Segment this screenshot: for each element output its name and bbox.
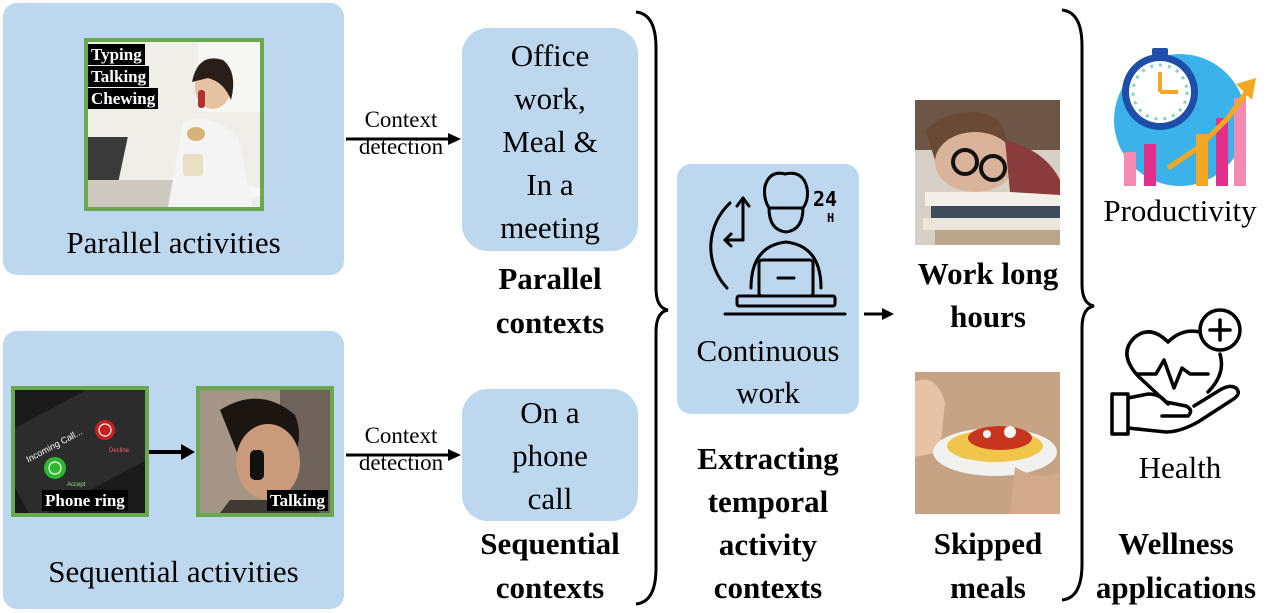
sequential-contexts-caption: Sequential contexts	[452, 522, 648, 610]
work-long-hours-photo	[915, 100, 1060, 245]
work-long-hours-caption: Work long hours	[890, 252, 1086, 338]
context-word: Context	[364, 423, 438, 448]
talking-photo: Talking	[196, 386, 334, 517]
context-detection-arrow-bottom	[346, 449, 461, 461]
temporal-contexts-caption: Extracting temporal activity contexts	[660, 437, 876, 609]
accept-text: Accept	[67, 482, 86, 488]
refused-plate-illustration	[915, 372, 1060, 514]
caption-line: Sequential	[480, 526, 620, 561]
context-line: Meal &	[502, 124, 598, 159]
24h-badge: 24	[813, 187, 837, 211]
tag-talking: Talking	[88, 66, 150, 87]
caption-line: meals	[950, 570, 1026, 605]
contexts-brace	[635, 10, 669, 606]
sequential-contexts-text: On a phone call	[462, 391, 638, 520]
context-detection-arrow-top	[346, 133, 461, 145]
skipped-meals-caption: Skipped meals	[890, 522, 1086, 610]
caption-line: Skipped	[933, 526, 1043, 561]
tag-chewing: Chewing	[88, 88, 159, 109]
worker-24h-icon: 24 H	[709, 171, 847, 316]
caption-line: Work long	[917, 256, 1059, 291]
caption-line: activity	[718, 527, 818, 562]
caption-line: Extracting	[697, 441, 839, 476]
wellness-applications-caption: Wellness applications	[1070, 522, 1282, 610]
parallel-activities-label: Parallel activities	[66, 225, 281, 260]
parallel-activities-photo: Typing Talking Chewing	[84, 38, 264, 211]
context-line: In a	[526, 167, 574, 202]
context-line: Office	[510, 38, 590, 73]
tag-talking-sequential: Talking	[266, 490, 328, 511]
context-line: On a	[520, 395, 580, 430]
applications-brace	[1061, 8, 1095, 602]
skipped-meals-photo	[915, 372, 1060, 514]
caption-line: hours	[950, 299, 1026, 334]
productivity-label: Productivity	[1103, 193, 1257, 228]
caption-line: Wellness	[1118, 526, 1234, 561]
context-word: Context	[364, 107, 438, 132]
health-label: Health	[1138, 450, 1222, 485]
continuous-work-label: Continuous work	[677, 330, 859, 414]
context-line: work,	[514, 81, 586, 116]
tired-man-illustration	[915, 100, 1060, 245]
parallel-contexts-caption: Parallel contexts	[452, 257, 648, 345]
tag-phone-ring: Phone ring	[42, 490, 128, 511]
parallel-contexts-box	[462, 28, 638, 251]
context-line: meeting	[500, 210, 600, 245]
sequential-contexts-box	[462, 389, 638, 521]
caption-line: contexts	[713, 570, 823, 605]
context-line: phone	[512, 438, 588, 473]
24h-badge-sub: H	[827, 211, 834, 225]
caption-line: contexts	[495, 305, 605, 340]
sequence-arrow	[149, 444, 195, 460]
caption-line: temporal	[707, 484, 829, 519]
health-icon	[1110, 308, 1242, 436]
productivity-icon	[1114, 48, 1256, 186]
phone-ring-photo: Incoming Call... Decline Accept Phone ri…	[11, 386, 149, 517]
outcome-arrow	[864, 308, 894, 320]
caption-line: applications	[1095, 570, 1257, 605]
decline-text: Decline	[109, 448, 130, 454]
parallel-contexts-text: Office work, Meal & In a meeting	[462, 34, 638, 249]
label-line: Continuous	[696, 333, 840, 368]
tag-typing: Typing	[88, 44, 145, 65]
context-line: call	[527, 481, 573, 516]
caption-line: Parallel	[498, 261, 602, 296]
sequential-activities-label: Sequential activities	[48, 554, 299, 589]
caption-line: contexts	[495, 570, 605, 605]
label-line: work	[736, 375, 800, 410]
